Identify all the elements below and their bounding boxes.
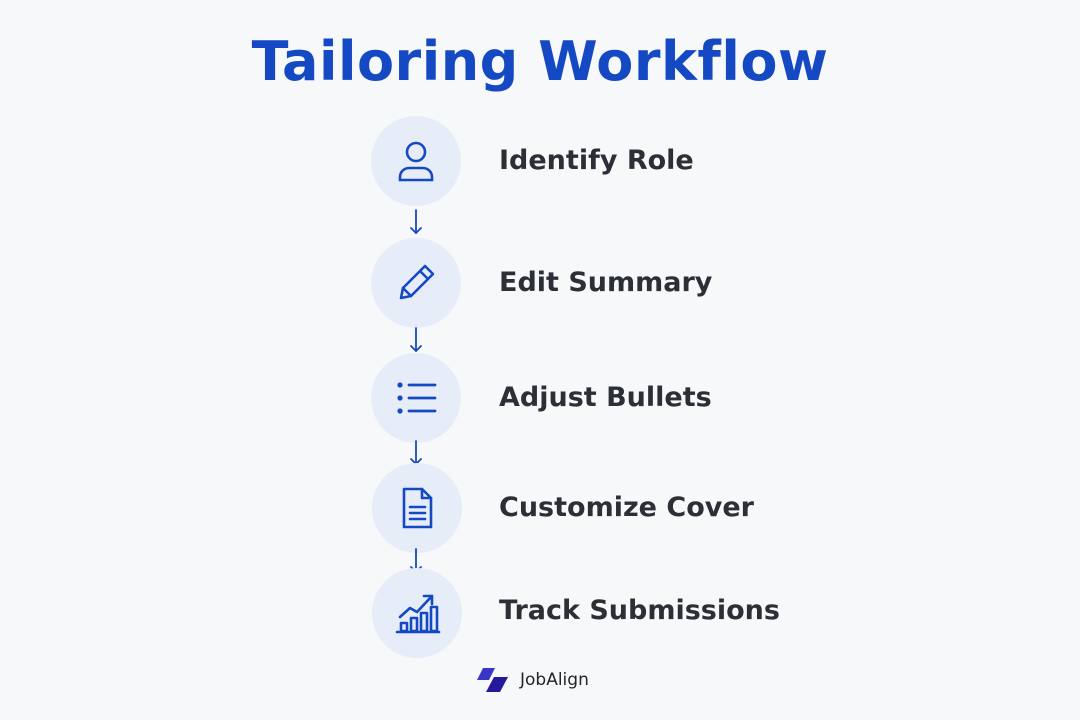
brand: JobAlign [476, 664, 589, 696]
step-label-identify-role: Identify Role [499, 145, 694, 176]
step-customize-cover-circle [372, 463, 462, 553]
document-icon [402, 487, 433, 529]
step-label-edit-summary: Edit Summary [499, 267, 713, 298]
brand-name: JobAlign [520, 670, 589, 690]
step-adjust-bullets-circle [371, 353, 461, 443]
bulleted-list-icon [397, 382, 437, 414]
growth-chart-icon [395, 594, 441, 634]
arrow-down-icon [410, 327, 422, 352]
step-label-customize-cover: Customize Cover [499, 492, 754, 523]
page-title: Tailoring Workflow [251, 30, 829, 93]
jobalign-logo [477, 668, 508, 692]
step-label-adjust-bullets: Adjust Bullets [499, 382, 712, 413]
step-identify-role-circle [371, 116, 461, 206]
step-label-track-submissions: Track Submissions [499, 595, 780, 626]
step-track-submissions-circle [372, 568, 462, 658]
arrow-down-icon [410, 209, 422, 234]
pencil-icon [399, 264, 435, 300]
person-icon [398, 141, 434, 182]
step-edit-summary-circle [371, 238, 461, 328]
